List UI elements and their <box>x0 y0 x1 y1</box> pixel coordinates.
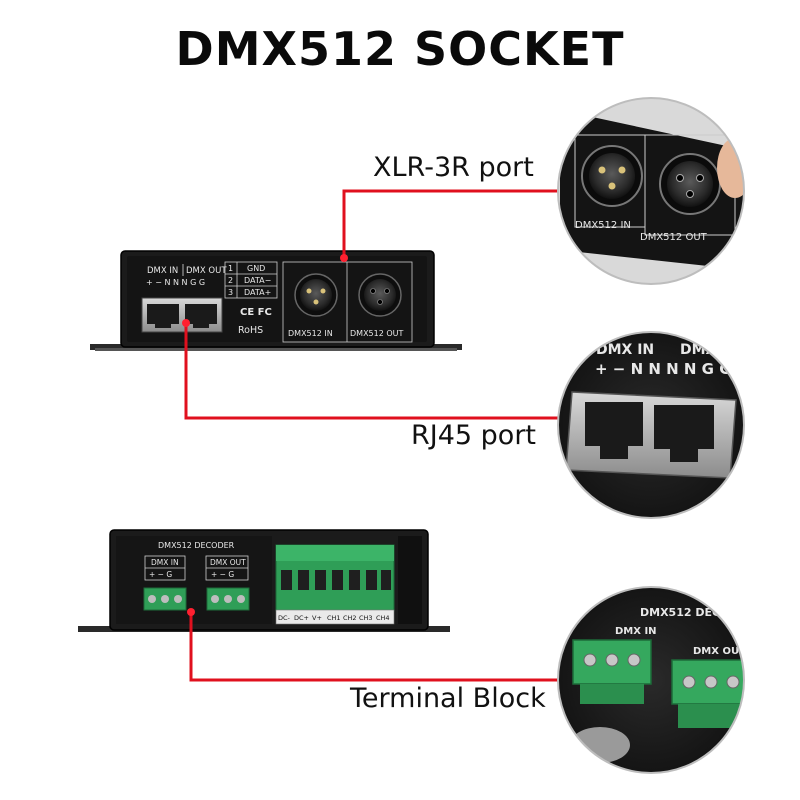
out-pins: + − G <box>211 570 234 579</box>
in-label: DMX IN <box>151 558 179 567</box>
terminal-block-callout: Terminal Block <box>350 683 546 714</box>
zoom-terminal-out-label: DMX OUT <box>693 646 746 657</box>
in-pins: + − G <box>149 570 172 579</box>
dmx-decoder-bottom-device: DMX512 DECODER DMX IN + − G DMX OUT + − … <box>78 529 450 632</box>
dmx-decoder-top-device: DMX IN DMX OUT + − N N N G G 1 GND 2 DAT… <box>90 250 462 351</box>
zoom-circle-border <box>557 331 745 519</box>
decoder-label: DMX512 DECODER <box>158 541 235 550</box>
pin-2-name: DATA− <box>244 276 271 285</box>
zoom-rj45-pins: + − N N N N G G <box>595 360 732 378</box>
channel-label: CH3 <box>359 614 373 622</box>
channel-label: CH4 <box>376 614 390 622</box>
channel-label: V+ <box>312 614 322 622</box>
pin-1-name: GND <box>247 264 265 273</box>
zoom-rj45: DMX IN DMX + − N N N N G G <box>557 331 745 519</box>
side-panel <box>398 536 422 624</box>
finger <box>717 138 744 198</box>
xlr-leader-dot <box>340 254 348 262</box>
terminal-in <box>143 587 187 611</box>
zoom-terminal-out-block <box>671 659 744 728</box>
pin-3-name: DATA+ <box>244 288 271 297</box>
out-label: DMX OUT <box>210 558 246 567</box>
zoom-terminal-decoder-label: DMX512 DECODER <box>640 606 755 619</box>
channel-label: CH2 <box>343 614 357 622</box>
flange-shadow <box>95 348 457 351</box>
xlr-leader-line <box>342 189 558 258</box>
zoom-circle-border <box>557 586 745 774</box>
channel-label: DC- <box>278 614 291 622</box>
zoom-rj45-in-label: DMX IN <box>596 342 654 358</box>
leader-lines <box>184 189 558 682</box>
zoom-xlr-in-label: DMX512 IN <box>575 220 631 231</box>
zoom-xlr: DMX512 IN DMX512 OUT <box>557 97 745 285</box>
zoom-terminal-in-block <box>572 639 652 704</box>
rohs-mark: RoHS <box>238 325 263 336</box>
page-title: DMX512 SOCKET <box>175 22 625 76</box>
rj45-port-callout: RJ45 port <box>411 420 537 451</box>
output-terminal-block <box>275 544 395 625</box>
xlr-port-callout: XLR-3R port <box>373 152 534 183</box>
ce-fc-mark: CE FC <box>240 307 272 318</box>
zoom-terminal-in-label: DMX IN <box>615 626 657 637</box>
terminal-leader-line <box>189 612 558 682</box>
xlr-out-label: DMX512 OUT <box>350 329 404 338</box>
zoom-circle-border <box>557 97 745 285</box>
pin-table: 1 GND 2 DATA− 3 DATA+ <box>224 261 278 299</box>
zoom-terminal: DMX512 DECODER DMX IN DMX OUT <box>557 586 755 774</box>
rj45-leader-line <box>184 323 558 420</box>
dmx-out-label: DMX OUT <box>186 266 227 276</box>
terminal-out <box>206 587 250 611</box>
rj45-leader-dot <box>182 319 190 327</box>
pin-1-num: 1 <box>228 264 233 273</box>
zoom-xlr-out-label: DMX512 OUT <box>640 232 708 243</box>
xlr-out-socket <box>358 273 402 317</box>
rj45-pin-row: + − N N N G G <box>146 278 205 287</box>
xlr-panel-box <box>282 261 413 343</box>
pin-3-num: 3 <box>228 288 233 297</box>
dmx-in-label: DMX IN <box>147 266 178 276</box>
terminal-leader-dot <box>187 608 195 616</box>
pin-2-num: 2 <box>228 276 233 285</box>
xlr-in-socket <box>294 273 338 317</box>
rj45-socket-pair <box>141 297 223 333</box>
channel-label: DC+ <box>294 614 309 622</box>
channel-label: CH1 <box>327 614 341 622</box>
xlr-in-label: DMX512 IN <box>288 329 333 338</box>
leader-dots <box>182 254 348 616</box>
